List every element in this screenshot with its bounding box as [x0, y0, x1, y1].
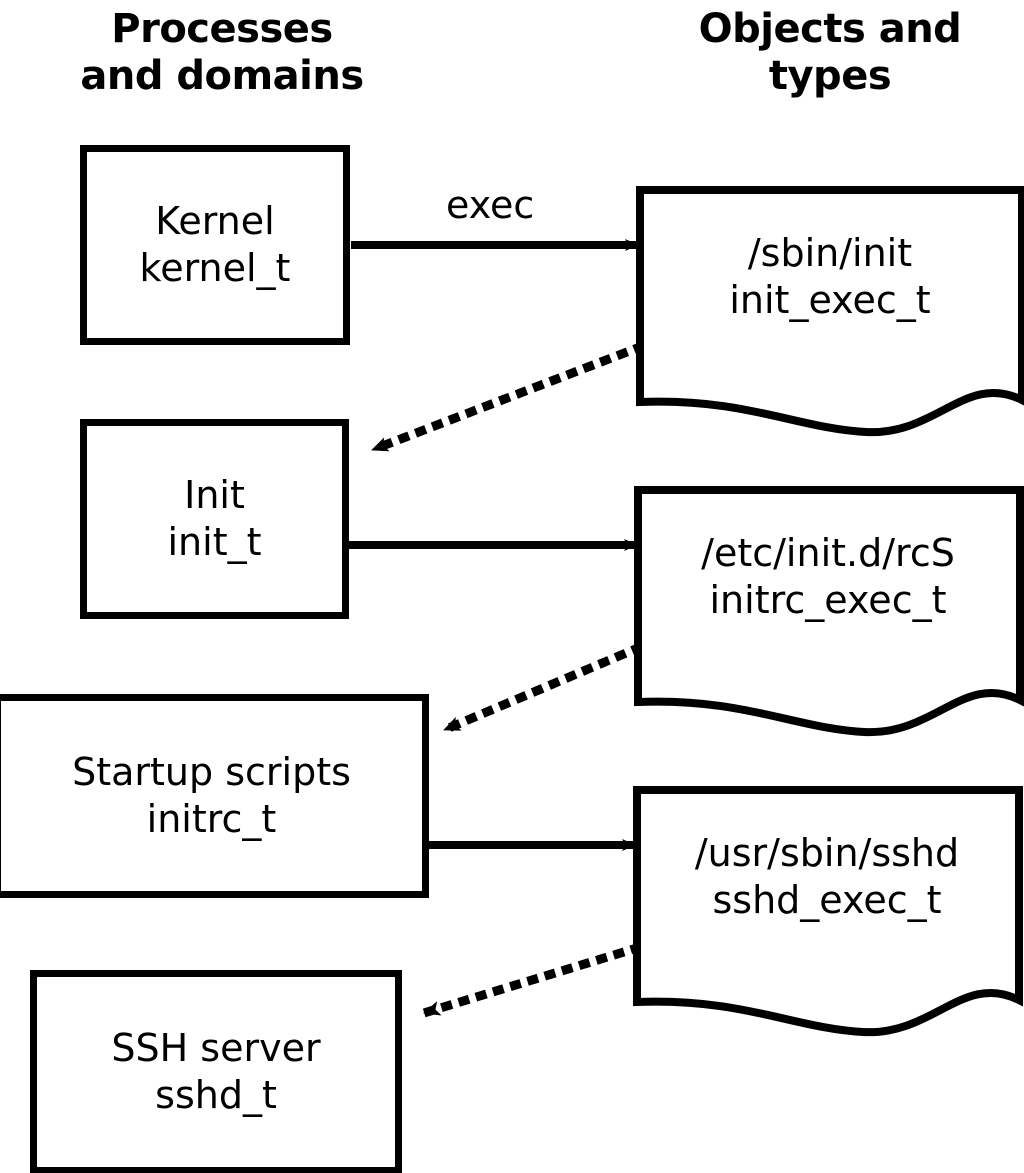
process-box-initrc[interactable]: Startup scripts initrc_t [0, 694, 429, 898]
process-box-sshd[interactable]: SSH server sshd_t [30, 970, 402, 1173]
process-box-init[interactable]: Init init_t [80, 419, 349, 619]
edge-sshd-exec-transition [418, 942, 643, 1019]
edge-label-exec: exec [446, 183, 535, 227]
edge-initrc-exec-transition [438, 642, 644, 736]
column-header-objects: Objects and types [698, 6, 962, 99]
process-box-kernel[interactable]: Kernel kernel_t [80, 145, 350, 345]
object-doc-sshd-exec[interactable]: /usr/sbin/sshd sshd_exec_t [633, 786, 1023, 1037]
edge-init-exec-transition [366, 341, 646, 456]
object-doc-init-exec[interactable]: /sbin/init init_exec_t [636, 186, 1024, 437]
process-box-kernel-label: Kernel kernel_t [139, 198, 291, 290]
object-doc-initrc-exec-label: /etc/init.d/rcS initrc_exec_t [701, 531, 955, 623]
object-doc-init-exec-label: /sbin/init init_exec_t [729, 231, 931, 323]
object-doc-sshd-exec-label: /usr/sbin/sshd sshd_exec_t [694, 831, 960, 923]
column-header-processes: Processes and domains [80, 6, 364, 99]
process-box-sshd-label: SSH server sshd_t [111, 1025, 321, 1117]
process-box-initrc-label: Startup scripts initrc_t [72, 749, 351, 841]
object-doc-initrc-exec[interactable]: /etc/init.d/rcS initrc_exec_t [634, 486, 1024, 737]
process-box-init-label: Init init_t [167, 472, 262, 564]
